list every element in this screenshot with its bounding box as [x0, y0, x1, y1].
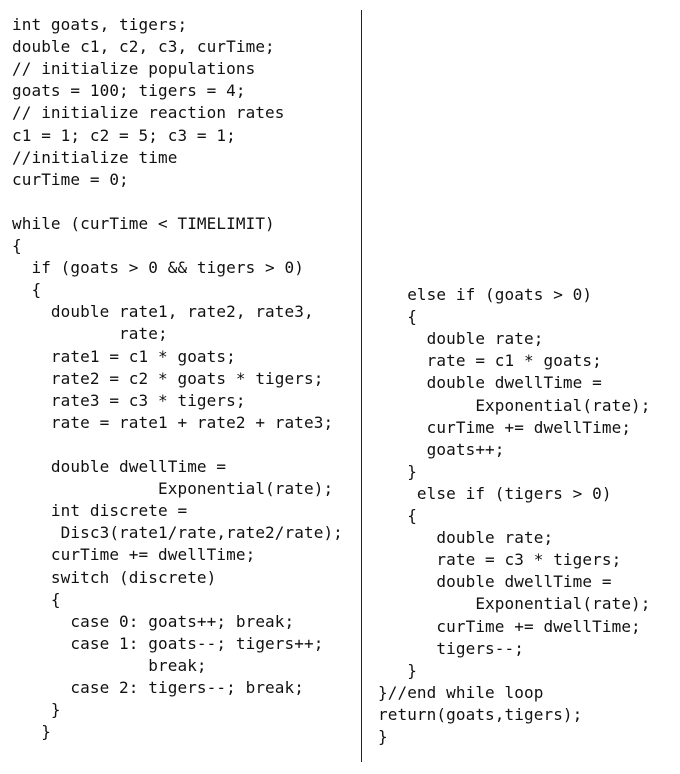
code-line: double rate; — [378, 329, 544, 349]
code-line: { — [12, 589, 61, 609]
code-line: { — [12, 280, 42, 300]
code-line: break; — [12, 655, 207, 675]
code-line: { — [378, 307, 417, 327]
code-line: switch (discrete) — [12, 567, 217, 587]
code-line: double rate; — [378, 528, 554, 548]
code-line: rate = rate1 + rate2 + rate3; — [12, 412, 334, 432]
code-line: else if (goats > 0) — [378, 285, 593, 304]
code-line: curTime += dwellTime; — [378, 417, 632, 437]
code-line: { — [378, 506, 417, 525]
column-divider — [361, 10, 362, 762]
code-line: Exponential(rate); — [378, 395, 651, 415]
code-line: Exponential(rate); — [12, 479, 334, 499]
code-line: { — [12, 236, 22, 255]
code-line: Disc3(rate1/rate,rate2/rate); — [12, 523, 343, 543]
code-line: double c1, c2, c3, curTime; — [12, 37, 275, 57]
code-line: } — [12, 700, 61, 720]
code-line: case 0: goats++; break; — [12, 611, 295, 631]
code-line: // initialize populations — [12, 59, 256, 79]
code-line: return(goats,tigers); — [378, 704, 583, 724]
code-line: Exponential(rate); — [378, 594, 651, 614]
code-line: curTime += dwellTime; — [12, 545, 256, 565]
code-line: tigers--; — [378, 638, 524, 658]
code-line: int goats, tigers; — [12, 15, 188, 34]
code-line: while (curTime < TIMELIMIT) — [12, 213, 275, 233]
code-line: rate3 = c3 * tigers; — [12, 390, 246, 410]
code-line: double rate1, rate2, rate3, — [12, 302, 314, 322]
code-line: int discrete = — [12, 501, 188, 521]
code-line: case 1: goats--; tigers++; — [12, 633, 324, 653]
code-line: goats = 100; tigers = 4; — [12, 81, 246, 101]
code-line: curTime += dwellTime; — [378, 616, 641, 636]
code-line: double dwellTime = — [378, 373, 602, 393]
code-line: rate = c3 * tigers; — [378, 550, 622, 570]
code-line: }//end while loop — [378, 682, 544, 702]
code-line: goats++; — [378, 439, 505, 459]
code-line: // initialize reaction rates — [12, 103, 285, 123]
code-line: curTime = 0; — [12, 169, 129, 189]
code-line: } — [378, 461, 417, 481]
code-line: case 2: tigers--; break; — [12, 678, 304, 697]
code-line: } — [378, 727, 388, 746]
code-line: } — [12, 722, 51, 742]
code-line: rate; — [12, 324, 168, 344]
code-line: double dwellTime = — [378, 572, 612, 592]
code-line: //initialize time — [12, 147, 178, 167]
code-line: if (goats > 0 && tigers > 0) — [12, 258, 304, 278]
code-line: rate1 = c1 * goats; — [12, 346, 236, 366]
code-line: rate2 = c2 * goats * tigers; — [12, 368, 324, 388]
code-line: else if (tigers > 0) — [378, 483, 612, 503]
code-line: c1 = 1; c2 = 5; c3 = 1; — [12, 125, 236, 145]
code-line: double dwellTime = — [12, 457, 227, 476]
code-line: rate = c1 * goats; — [378, 351, 602, 371]
code-line: } — [378, 660, 417, 680]
